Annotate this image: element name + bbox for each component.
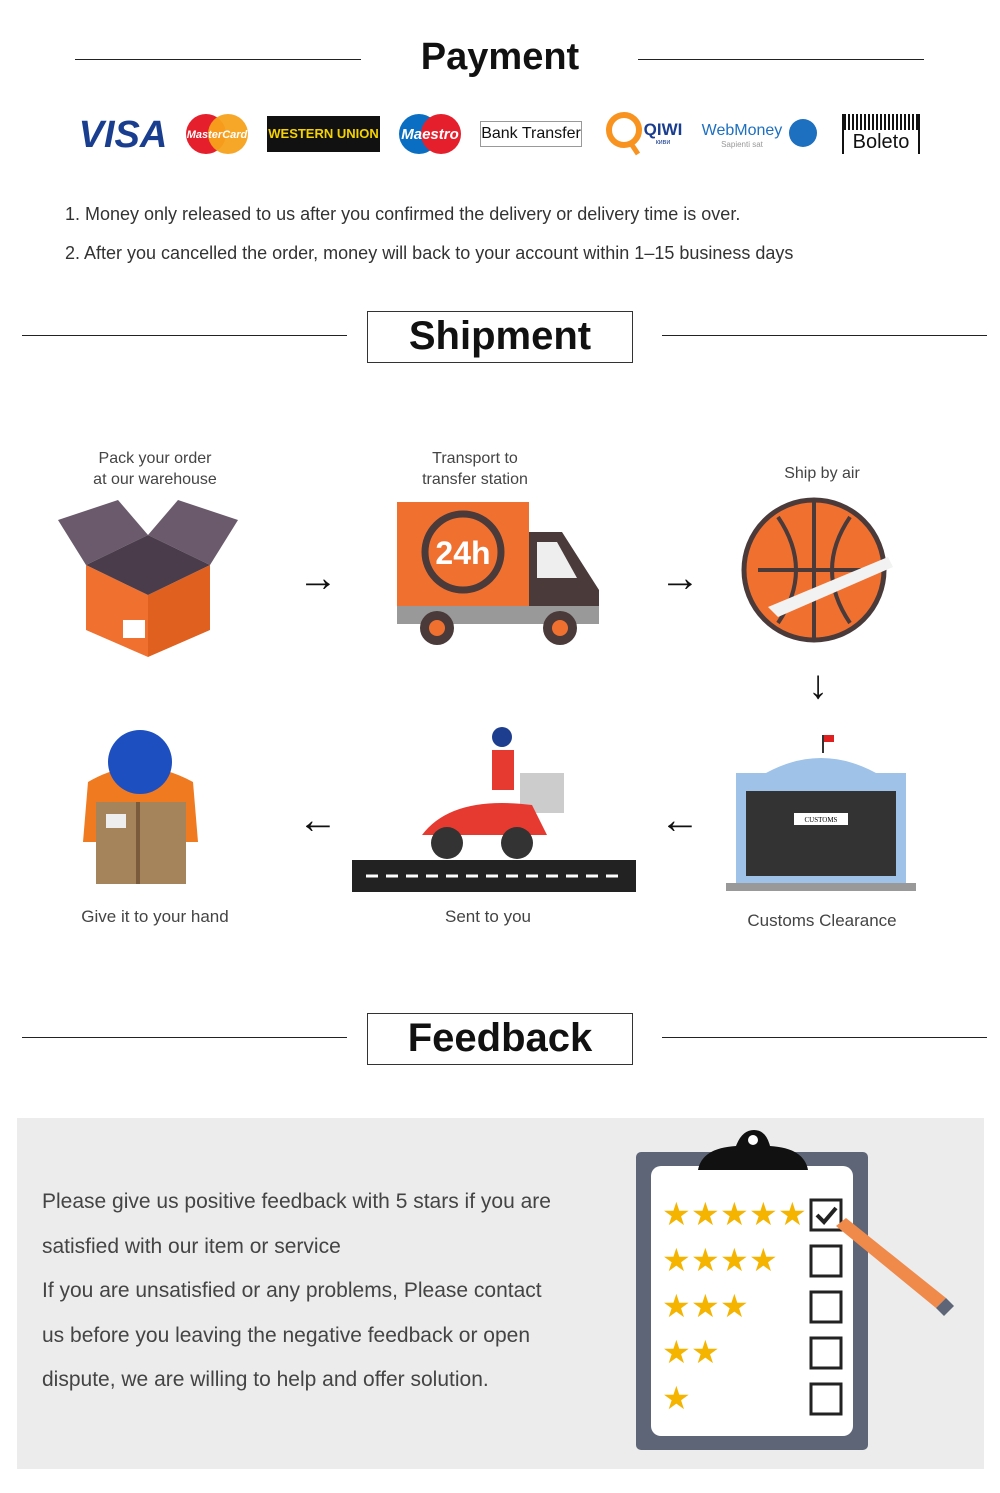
visa-logo: VISA (78, 113, 168, 156)
divider (662, 335, 987, 336)
checkmark-icon (815, 1206, 838, 1225)
mastercard-text: MasterCard (187, 129, 248, 141)
divider (662, 1037, 987, 1038)
western-union-logo: WESTERN UNION (267, 116, 380, 152)
star-icon: ★ (662, 1334, 691, 1370)
star-icon: ★ (691, 1196, 720, 1232)
feedback-line: Please give us positive feedback with 5 … (42, 1190, 551, 1213)
star-icon: ★ (749, 1196, 778, 1232)
feedback-line: dispute, we are willing to help and offe… (42, 1368, 489, 1391)
step-label: Transport to transfer station (422, 450, 528, 488)
arrow-right-icon: → (298, 556, 338, 600)
payment-title: Payment (420, 36, 580, 78)
scooter-icon (352, 727, 636, 892)
step-label: Sent to you (444, 907, 531, 926)
checkbox-icon (809, 1382, 843, 1416)
boleto-logo: Boleto (842, 114, 920, 154)
qiwi-text: QIWI (643, 119, 683, 139)
star-icon: ★ (778, 1196, 807, 1232)
checkbox-icon (809, 1244, 843, 1278)
customs-building-icon: CUSTOMS (726, 735, 916, 891)
star-icon: ★ (662, 1288, 691, 1324)
checkbox-icon (809, 1336, 843, 1370)
feedback-line: us before you leaving the negative feedb… (42, 1323, 531, 1347)
webmoney-logo: WebMoney Sapienti sat (697, 122, 787, 149)
star-icon: ★ (691, 1334, 720, 1370)
truck-icon: 24h (397, 502, 599, 645)
checkbox-icon (809, 1290, 843, 1324)
qiwi-subtext: киви (655, 138, 671, 146)
step-label: Give it to your hand (81, 907, 229, 926)
step-label: Ship by air (784, 465, 860, 482)
payment-note: 1. Money only released to us after you c… (65, 204, 741, 224)
star-icon: ★ (691, 1288, 720, 1324)
maestro-text: Maestro (401, 126, 459, 143)
mastercard-logo: MasterCard (184, 113, 250, 155)
airplane-globe-icon (741, 497, 893, 643)
courier-icon (83, 730, 198, 884)
star-icon: ★ (720, 1288, 749, 1324)
box-icon (58, 500, 238, 657)
star-icon: ★ (662, 1242, 691, 1278)
payment-note: 2. After you cancelled the order, money … (65, 243, 794, 263)
divider (22, 1037, 347, 1038)
maestro-logo: Maestro (397, 113, 463, 155)
customs-sign: CUSTOMS (805, 816, 838, 824)
arrow-right-icon: → (660, 556, 700, 600)
step-label: Pack your order at our warehouse (93, 450, 217, 488)
truck-badge: 24h (435, 535, 490, 571)
star-icon: ★ (720, 1242, 749, 1278)
arrow-left-icon: ← (298, 798, 338, 842)
arrow-left-icon: ← (660, 798, 700, 842)
feedback-text: Please give us positive feedback with 5 … (42, 1180, 612, 1403)
webmoney-text: WebMoney (701, 122, 783, 139)
bank-transfer-logo: Bank Transfer (480, 121, 582, 147)
arrow-down-icon: ↓ (808, 663, 828, 707)
webmoney-globe-icon (789, 119, 817, 147)
star-icon: ★ (720, 1196, 749, 1232)
step-label: Customs Clearance (747, 911, 897, 930)
divider (22, 335, 347, 336)
webmoney-tagline: Sapienti sat (721, 140, 763, 149)
star-icon: ★ (662, 1196, 691, 1232)
feedback-title: Feedback (367, 1013, 633, 1065)
feedback-line: If you are unsatisfied or any problems, … (42, 1279, 542, 1302)
rating-clipboard-icon: ★★★★★★★★★★★★★★★ (636, 1130, 954, 1450)
divider (638, 59, 924, 60)
checkbox-icon (809, 1198, 843, 1232)
star-icon: ★ (691, 1242, 720, 1278)
star-icon: ★ (662, 1380, 691, 1416)
qiwi-logo: QIWI киви (598, 110, 688, 156)
star-icon: ★ (749, 1242, 778, 1278)
feedback-line: satisfied with our item or service (42, 1234, 341, 1258)
shipment-title: Shipment (367, 311, 633, 363)
divider (75, 59, 361, 60)
